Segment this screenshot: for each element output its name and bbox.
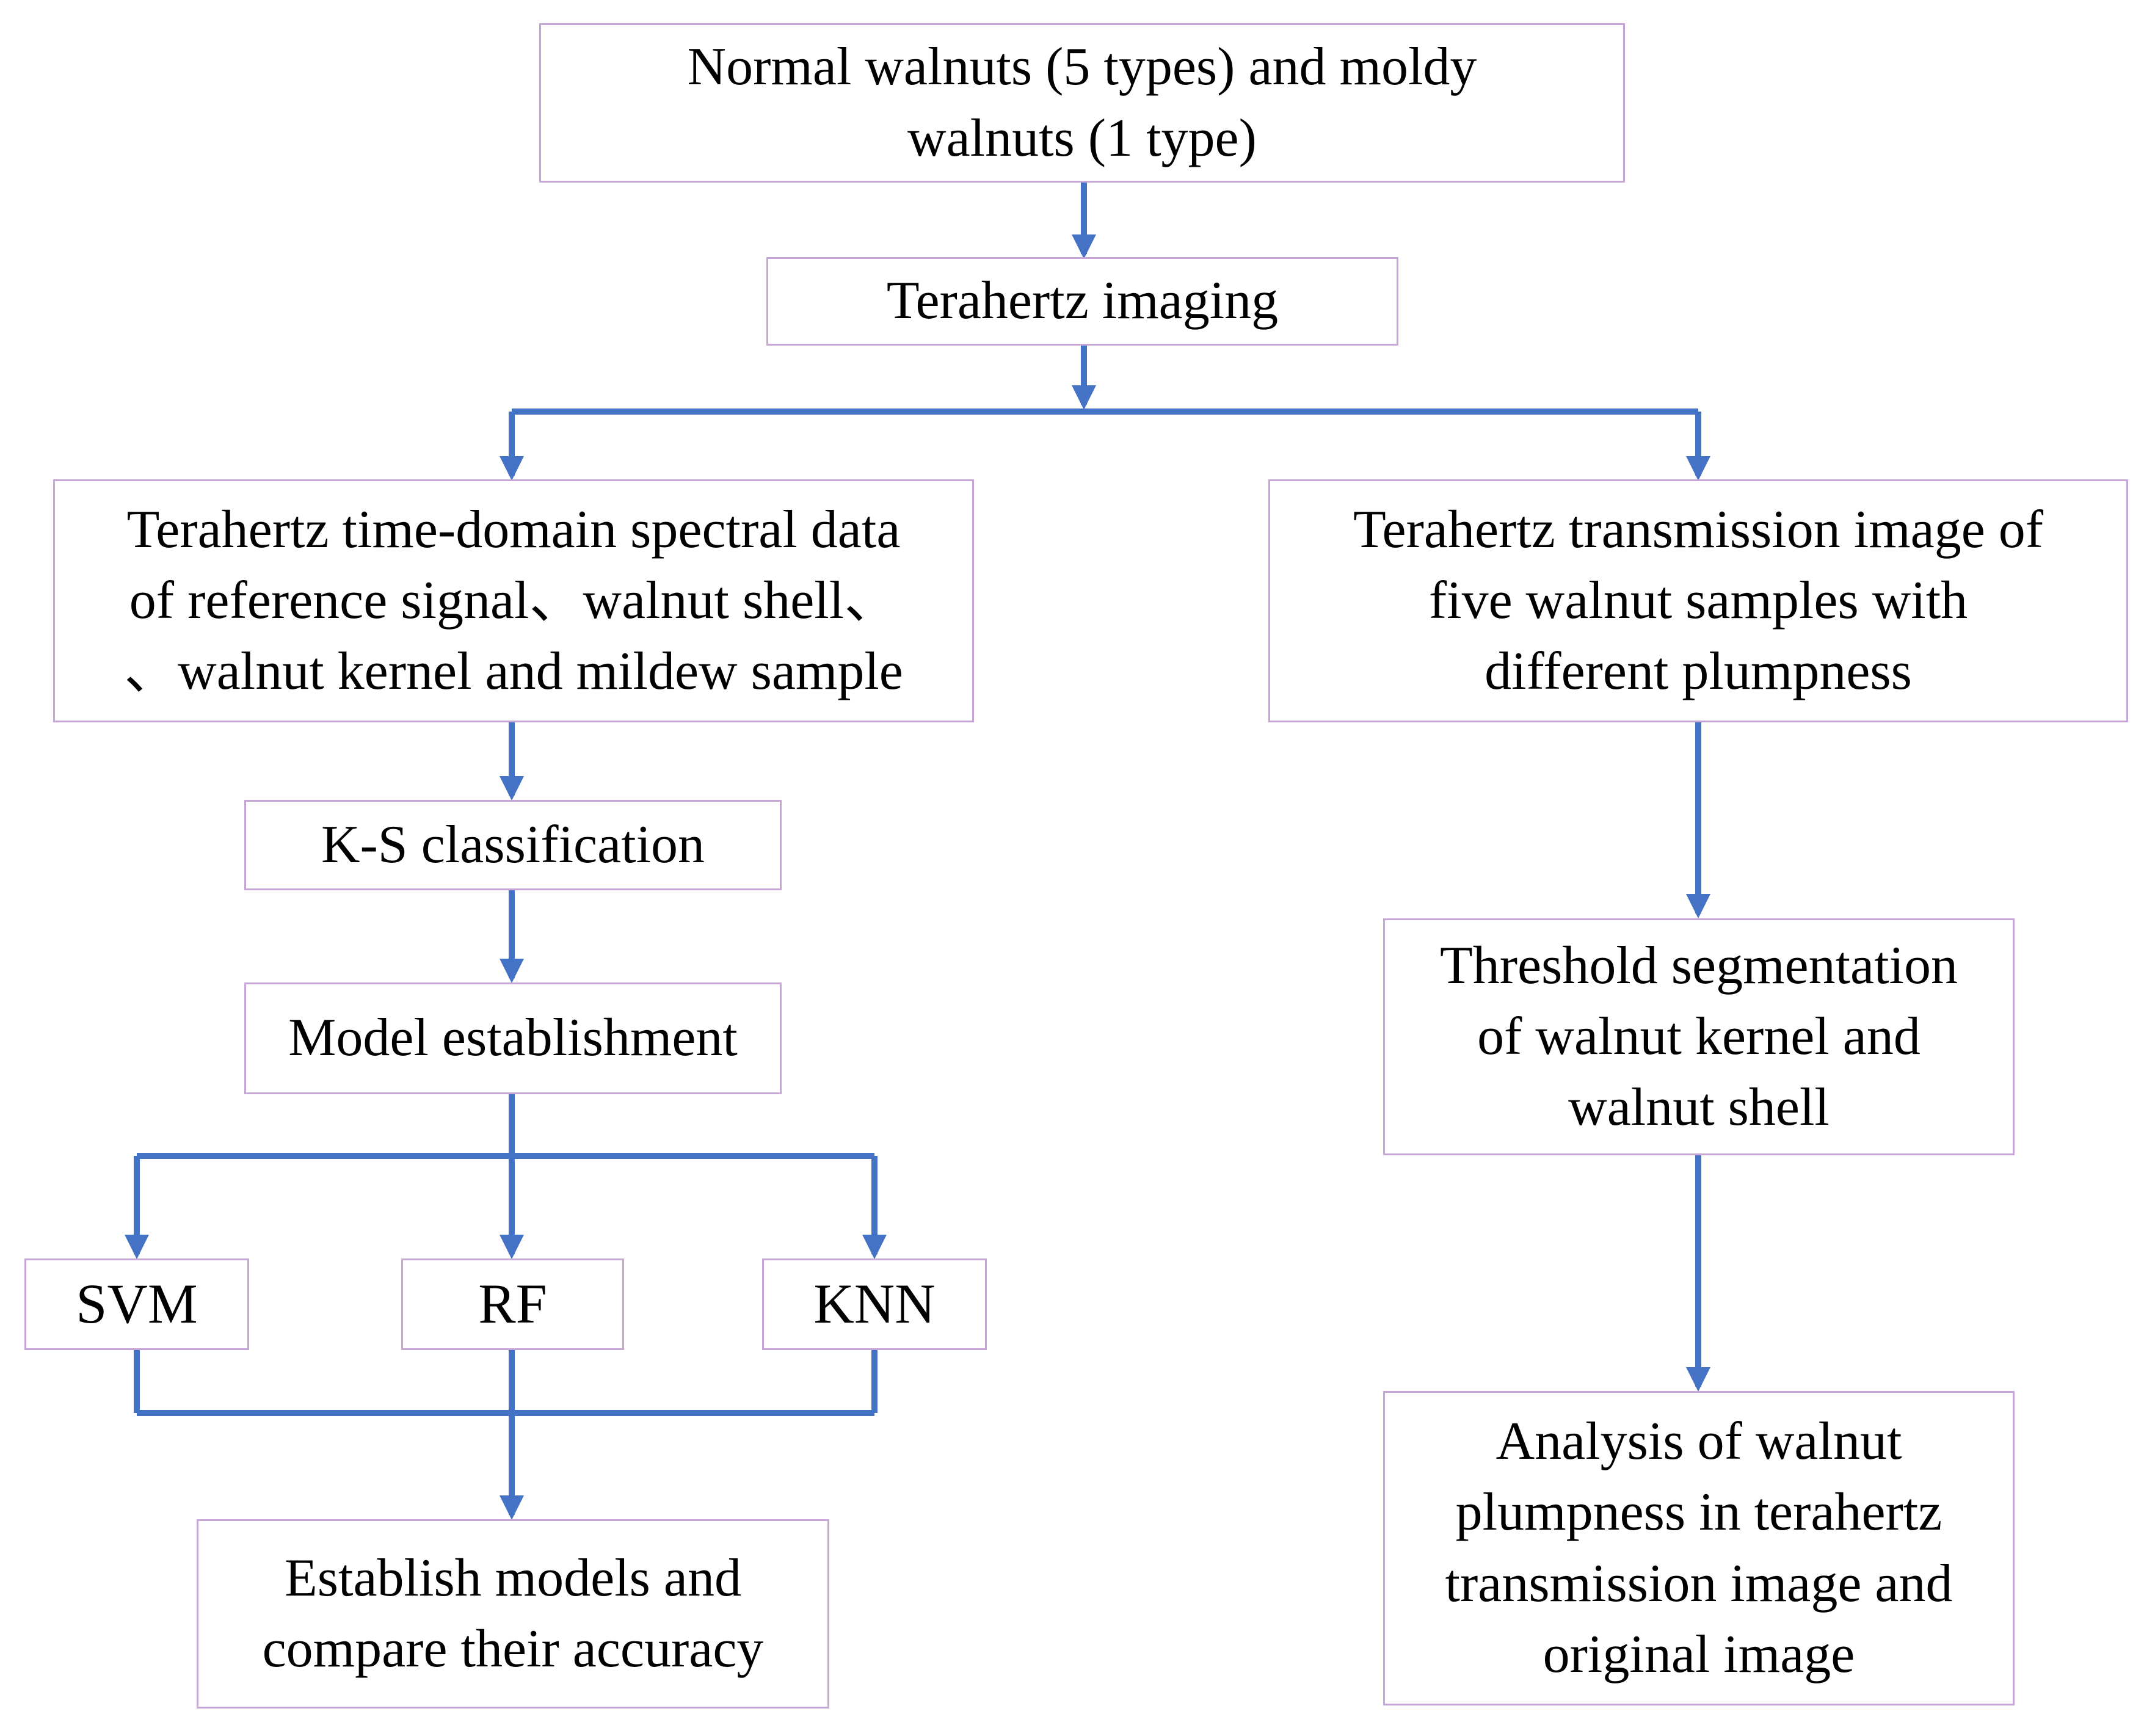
- node-knn: KNN: [762, 1258, 987, 1350]
- node-transmission-image: Terahertz transmission image of five wal…: [1268, 479, 2128, 722]
- node-plumpness-analysis: Analysis of walnut plumpness in terahert…: [1383, 1391, 2015, 1705]
- node-model-establishment: Model establishment: [244, 982, 782, 1094]
- node-compare-accuracy: Establish models and compare their accur…: [197, 1519, 829, 1709]
- node-ks-classification: K-S classification: [244, 800, 782, 890]
- node-threshold-segmentation: Threshold segmentation of walnut kernel …: [1383, 918, 2015, 1155]
- node-terahertz-imaging-label: Terahertz imaging: [886, 271, 1279, 331]
- node-ks-classification-label: K-S classification: [321, 815, 705, 874]
- node-knn-label: KNN: [813, 1273, 936, 1335]
- node-rf: RF: [401, 1258, 624, 1350]
- node-transmission-image-label: Terahertz transmission image of five wal…: [1353, 499, 2044, 702]
- node-walnut-samples-label: Normal walnuts (5 types) and moldy walnu…: [687, 37, 1477, 168]
- node-terahertz-imaging: Terahertz imaging: [766, 257, 1398, 346]
- node-model-establishment-label: Model establishment: [288, 1008, 738, 1068]
- node-svm-label: SVM: [76, 1273, 198, 1335]
- node-rf-label: RF: [478, 1273, 547, 1335]
- node-walnut-samples: Normal walnuts (5 types) and moldy walnu…: [539, 23, 1625, 183]
- node-svm: SVM: [24, 1258, 249, 1350]
- node-plumpness-analysis-label: Analysis of walnut plumpness in terahert…: [1445, 1412, 1953, 1684]
- node-time-domain-data: Terahertz time-domain spectral data of r…: [53, 479, 974, 722]
- node-compare-accuracy-label: Establish models and compare their accur…: [262, 1548, 764, 1679]
- node-threshold-segmentation-label: Threshold segmentation of walnut kernel …: [1439, 935, 1958, 1138]
- node-time-domain-data-label: Terahertz time-domain spectral data of r…: [124, 499, 903, 702]
